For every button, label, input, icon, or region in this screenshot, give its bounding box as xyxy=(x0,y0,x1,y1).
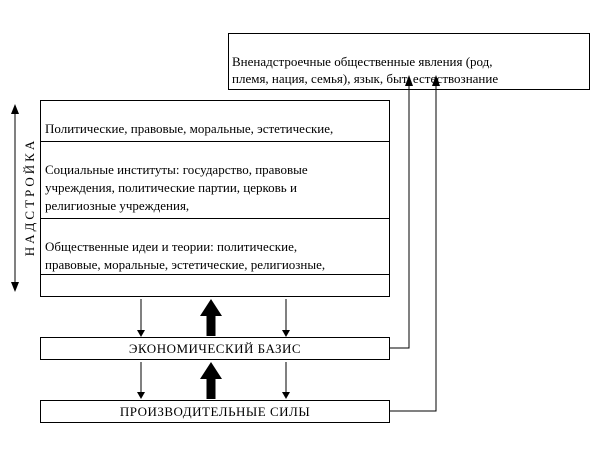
thick-up-arrow-basis-to-superstructure xyxy=(200,299,222,336)
superstructure-section-relations: Политические, правовые, моральные, эстет… xyxy=(41,101,389,142)
down-arrow-superstructure-to-basis-right xyxy=(282,299,290,337)
economic-basis-text: ЭКОНОМИЧЕСКИЙ БАЗИС xyxy=(128,341,302,356)
superstructure-span-arrow xyxy=(11,104,19,292)
superstructure-section-ideas: Общественные идеи и теории: политические… xyxy=(41,219,389,275)
non-superstructural-phenomena-box: Вненадстроечные общественные явления (ро… xyxy=(228,33,590,90)
superstructure-section-psychology: Общественная психология xyxy=(41,275,389,296)
superstructure-side-label: НАДСТРОЙКА xyxy=(22,137,37,257)
superstructure-section-institutions-text: Социальные институты: государство, право… xyxy=(45,162,308,218)
economic-basis-box: ЭКОНОМИЧЕСКИЙ БАЗИС xyxy=(40,337,390,360)
superstructure-section-ideas-text: Общественные идеи и теории: политические… xyxy=(45,239,326,272)
superstructure-box: Политические, правовые, моральные, эстет… xyxy=(40,100,390,297)
non-superstructural-phenomena-text: Вненадстроечные общественные явления (ро… xyxy=(232,54,499,86)
down-arrow-basis-to-forces-left xyxy=(137,362,145,399)
down-arrow-superstructure-to-basis-left xyxy=(137,299,145,337)
connector-basis-to-phenomena xyxy=(390,75,413,349)
thick-up-arrow-forces-to-basis xyxy=(200,362,222,399)
productive-forces-text: ПРОИЗВОДИТЕЛЬНЫЕ СИЛЫ xyxy=(119,404,311,419)
down-arrow-basis-to-forces-right xyxy=(282,362,290,399)
connector-forces-to-phenomena xyxy=(390,75,440,412)
productive-forces-box: ПРОИЗВОДИТЕЛЬНЫЕ СИЛЫ xyxy=(40,400,390,423)
superstructure-section-relations-text: Политические, правовые, моральные, эстет… xyxy=(45,121,334,141)
superstructure-section-institutions: Социальные институты: государство, право… xyxy=(41,142,389,219)
superstructure-section-psychology-text: Общественная психология xyxy=(141,295,289,296)
